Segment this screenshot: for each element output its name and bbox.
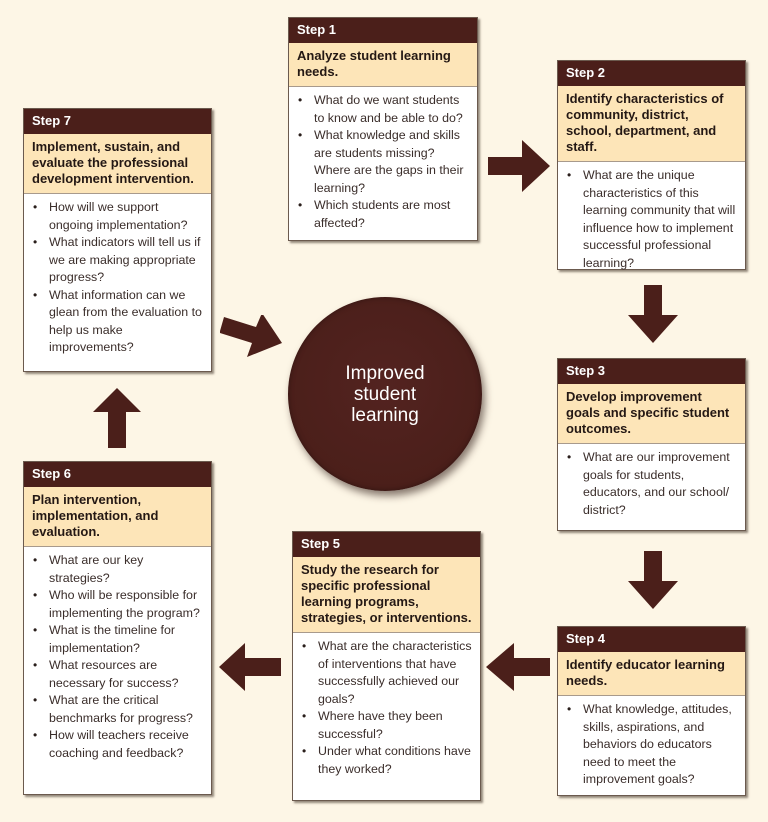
step-1-question: Which students are most affected? (297, 197, 469, 232)
step-5-question: What are the characteristics of interven… (301, 638, 472, 708)
arrow-down-right-icon (220, 315, 282, 365)
step-2-box: Step 2 Identify characteristics of commu… (557, 60, 746, 270)
step-4-box: Step 4 Identify educator learning needs.… (557, 626, 746, 796)
step-3-label: Step 3 (558, 359, 745, 384)
step-2-label: Step 2 (558, 61, 745, 86)
step-1-question: What knowledge and skills are students m… (297, 127, 469, 197)
step-2-questions: What are the unique characteristics of t… (558, 162, 745, 278)
step-3-question: What are our improvement goals for stude… (566, 449, 737, 519)
step-6-question: What resources are necessary for success… (32, 657, 203, 692)
step-7-question: How will we support ongoing implementati… (32, 199, 203, 234)
center-circle: Improved student learning (288, 297, 482, 491)
step-7-box: Step 7 Implement, sustain, and evaluate … (23, 108, 212, 372)
step-6-title: Plan intervention, implementation, and e… (24, 487, 211, 547)
step-6-label: Step 6 (24, 462, 211, 487)
step-5-label: Step 5 (293, 532, 480, 557)
step-5-questions: What are the characteristics of interven… (293, 633, 480, 784)
step-5-question: Under what conditions have they worked? (301, 743, 472, 778)
step-1-title: Analyze student learning needs. (289, 43, 477, 87)
arrow-left-icon (486, 643, 550, 691)
step-7-question: What indicators will tell us if we are m… (32, 234, 203, 287)
step-3-questions: What are our improvement goals for stude… (558, 444, 745, 525)
step-2-question: What are the unique characteristics of t… (566, 167, 737, 272)
arrow-left-icon (219, 643, 281, 691)
step-4-label: Step 4 (558, 627, 745, 652)
step-6-box: Step 6 Plan intervention, implementation… (23, 461, 212, 795)
step-5-box: Step 5 Study the research for specific p… (292, 531, 481, 801)
step-3-box: Step 3 Develop improvement goals and spe… (557, 358, 746, 531)
center-label: Improved student learning (345, 362, 425, 426)
step-7-title: Implement, sustain, and evaluate the pro… (24, 134, 211, 194)
step-7-label: Step 7 (24, 109, 211, 134)
arrow-down-icon (628, 551, 678, 611)
step-6-question: Who will be responsible for implementing… (32, 587, 203, 622)
step-5-title: Study the research for specific professi… (293, 557, 480, 633)
step-4-questions: What knowledge, attitudes, skills, aspir… (558, 696, 745, 795)
step-1-box: Step 1 Analyze student learning needs. W… (288, 17, 478, 241)
step-3-title: Develop improvement goals and specific s… (558, 384, 745, 444)
step-1-label: Step 1 (289, 18, 477, 43)
step-5-question: Where have they been successful? (301, 708, 472, 743)
step-6-question: What is the timeline for implementation? (32, 622, 203, 657)
step-1-questions: What do we want students to know and be … (289, 87, 477, 238)
arrow-right-icon (488, 140, 552, 192)
step-1-question: What do we want students to know and be … (297, 92, 469, 127)
step-2-title: Identify characteristics of community, d… (558, 86, 745, 162)
step-7-questions: How will we support ongoing implementati… (24, 194, 211, 363)
step-4-question: What knowledge, attitudes, skills, aspir… (566, 701, 737, 789)
step-6-questions: What are our key strategies? Who will be… (24, 547, 211, 768)
arrow-down-icon (628, 285, 678, 345)
step-6-question: What are the critical benchmarks for pro… (32, 692, 203, 727)
step-6-question: How will teachers receive coaching and f… (32, 727, 203, 762)
step-7-question: What information can we glean from the e… (32, 287, 203, 357)
arrow-up-icon (93, 388, 141, 448)
step-4-title: Identify educator learning needs. (558, 652, 745, 696)
step-6-question: What are our key strategies? (32, 552, 203, 587)
